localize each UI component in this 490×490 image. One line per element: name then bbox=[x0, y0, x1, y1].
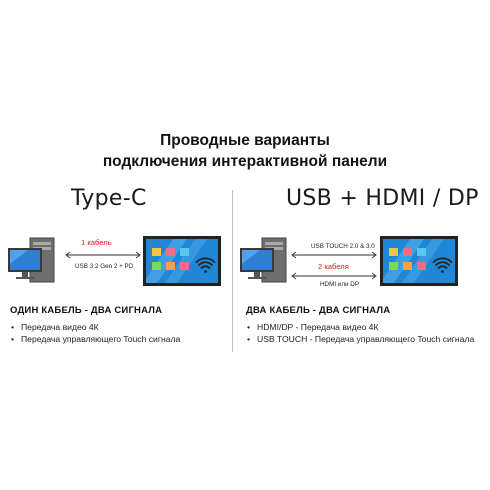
page-title-line-2: подключения интерактивной панели bbox=[102, 153, 388, 170]
left-subheading: ОДИН КАБЕЛЬ - ДВА СИГНАЛА bbox=[10, 305, 163, 316]
page-title-line-1: Проводные варианты bbox=[160, 132, 330, 149]
right-bullet-list: HDMI/DP - Передача видео 4К USB TOUCH - … bbox=[246, 322, 486, 345]
left-cable-count: 1 кабель bbox=[81, 238, 112, 247]
list-item: USB TOUCH - Передача управляющего Touch … bbox=[246, 334, 486, 346]
left-cable-spec: USB 3.2 Gen 2 + PD bbox=[75, 263, 134, 270]
right-cable-count: 2 кабеля bbox=[318, 262, 349, 271]
right-cable-top: USB TOUCH 2.0 & 3.0 bbox=[311, 243, 375, 250]
arrow-icon bbox=[291, 251, 377, 259]
wifi-icon bbox=[195, 257, 216, 273]
left-heading: Type-C bbox=[71, 186, 147, 211]
list-item: Передача управляющего Touch сигнала bbox=[10, 334, 230, 346]
section-divider bbox=[232, 190, 233, 352]
right-cable-bottom: HDMI или DP bbox=[320, 281, 360, 288]
right-heading: USB + HDMI / DP bbox=[286, 186, 479, 211]
right-subheading: ДВА КАБЕЛЬ - ДВА СИГНАЛА bbox=[246, 305, 391, 316]
arrow-icon bbox=[65, 251, 141, 259]
arrow-icon bbox=[291, 272, 377, 280]
left-bullet-list: Передача видео 4К Передача управляющего … bbox=[10, 322, 230, 345]
list-item: Передача видео 4К bbox=[10, 322, 230, 334]
interactive-panel-icon bbox=[380, 236, 458, 286]
list-item: HDMI/DP - Передача видео 4К bbox=[246, 322, 486, 334]
desktop-computer-icon bbox=[240, 237, 287, 283]
interactive-panel-icon bbox=[143, 236, 221, 286]
desktop-computer-icon bbox=[8, 237, 55, 283]
wifi-icon bbox=[432, 257, 453, 273]
